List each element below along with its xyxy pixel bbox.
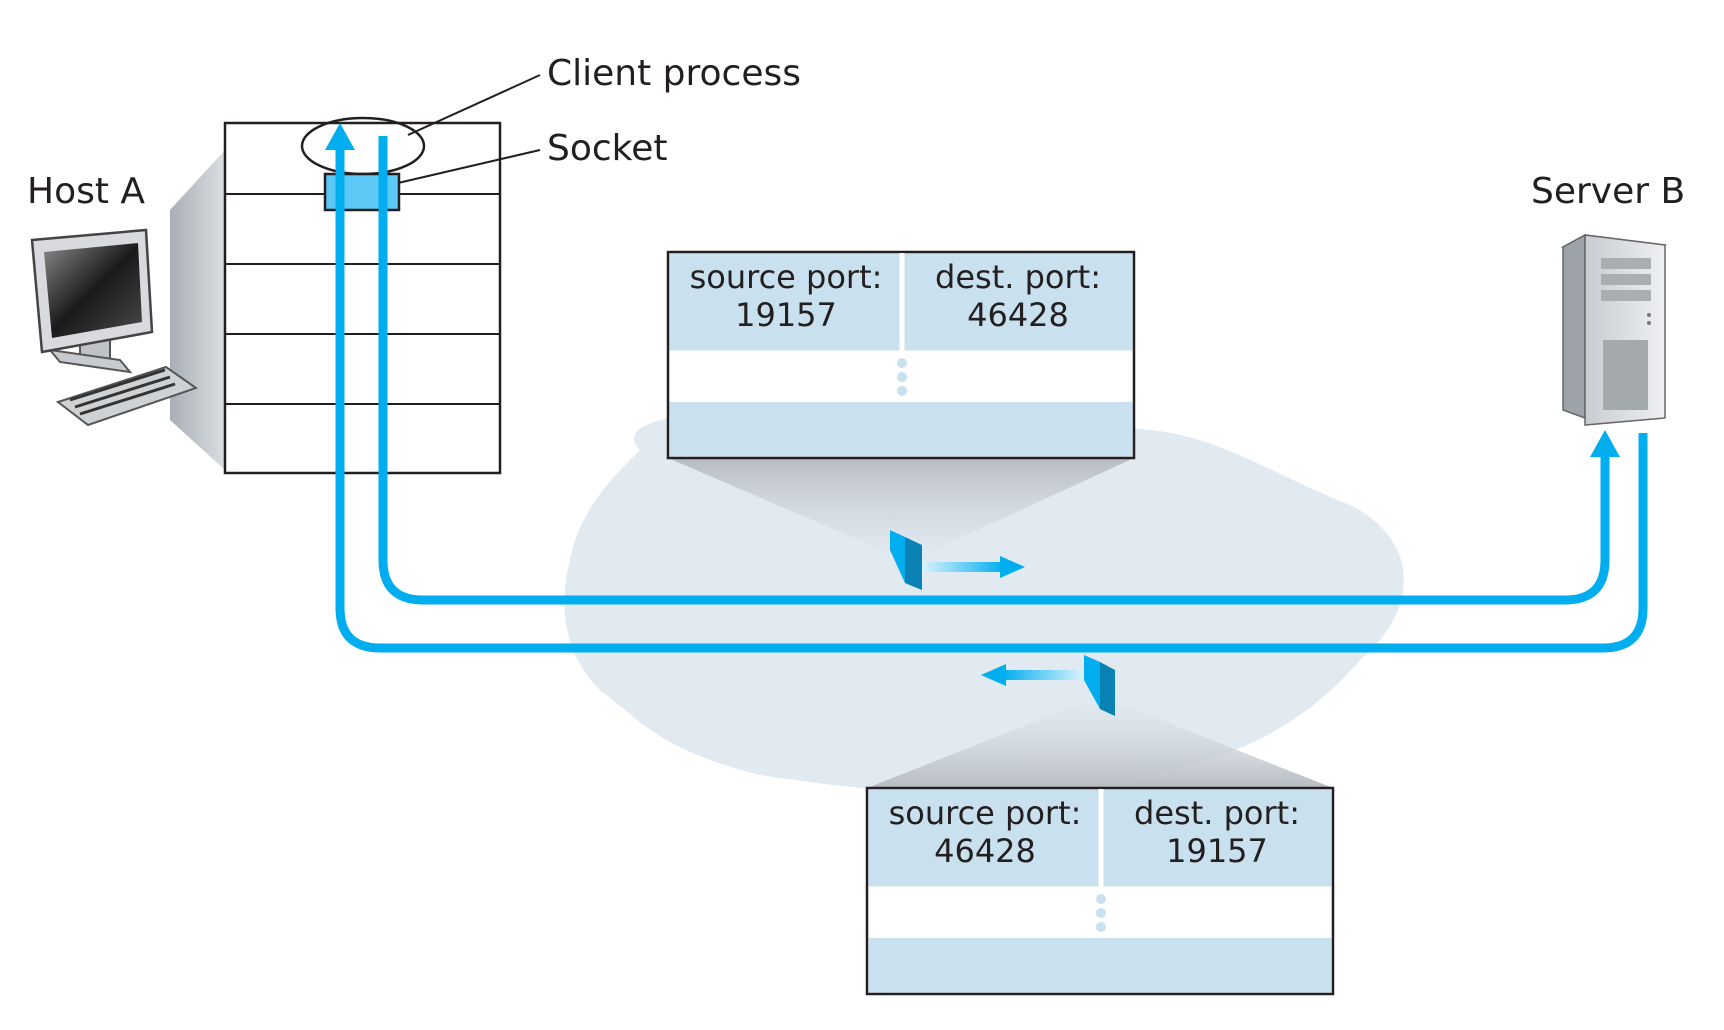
packet-b-to-a [981, 655, 1115, 716]
segment-a-dest-value: 46428 [967, 296, 1069, 334]
path-b-to-a [335, 148, 1648, 653]
desktop-computer-icon [30, 228, 199, 427]
host-zoom-fan [170, 150, 225, 470]
segment-b-source-port: source port: 46428 [869, 794, 1101, 870]
segment-b-source-value: 46428 [934, 832, 1036, 870]
segment-b-dest-label: dest. port: [1134, 794, 1300, 832]
server-tower-icon [1560, 233, 1668, 426]
server-b-label: Server B [1531, 171, 1686, 212]
segment-b-zoom-fan [867, 700, 1333, 788]
segment-a-dest-port: dest. port: 46428 [904, 258, 1132, 334]
segment-b-dest-port: dest. port: 19157 [1103, 794, 1331, 870]
segment-a-dest-label: dest. port: [935, 258, 1101, 296]
segment-a-zoom-fan [668, 458, 1134, 560]
host-a-label: Host A [27, 171, 146, 212]
segment-b-source-label: source port: [888, 794, 1082, 832]
socket-leader [397, 149, 541, 184]
socket-label: Socket [547, 128, 668, 169]
client-process-label: Client process [547, 53, 802, 94]
arrowhead-host-a [325, 123, 355, 150]
arrowhead-server-b [1590, 430, 1620, 457]
client-process-leader [407, 74, 541, 136]
packet-a-to-b [890, 530, 1025, 590]
path-a-to-b [378, 136, 1610, 605]
segment-a-source-port: source port: 19157 [670, 258, 902, 334]
segment-b-to-a [865, 786, 1335, 996]
segment-a-to-b [666, 250, 1136, 460]
segment-b-dest-value: 19157 [1166, 832, 1268, 870]
segment-a-source-label: source port: [689, 258, 883, 296]
segment-a-source-value: 19157 [735, 296, 837, 334]
